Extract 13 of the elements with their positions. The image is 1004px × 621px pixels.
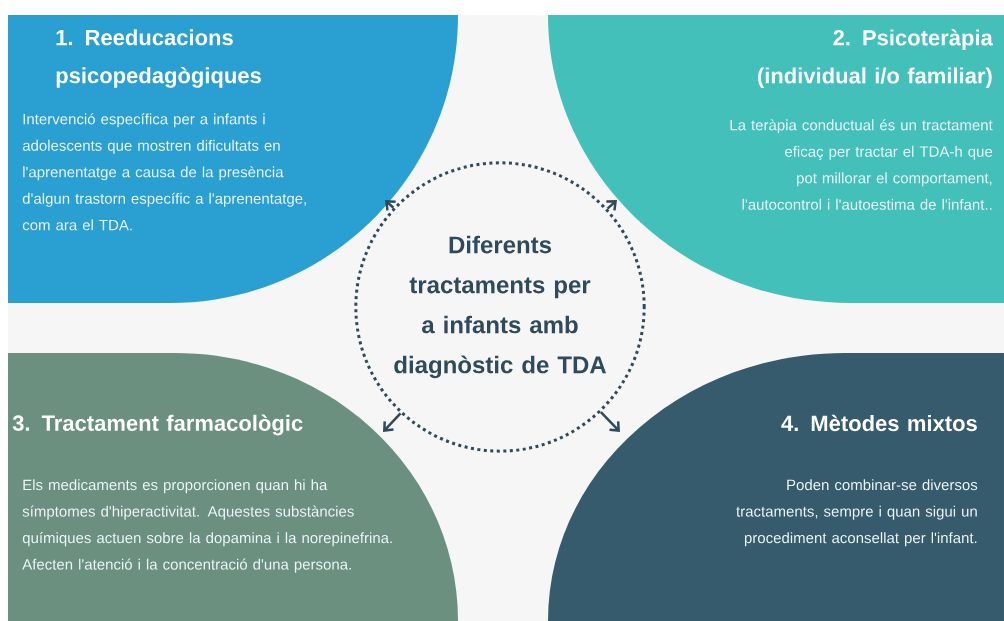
quadrant-panel: [548, 353, 1004, 621]
panel-text: Els medicaments es proporcionen quan hi ha símptomes d'hiperactivitat. Aquestes substàncies químiques actuen sobre la dopamina i la norepinefrina. Afecten l'atenció i la concentració d'una persona.: [22, 479, 392, 573]
panel-text: Poden combinar-se diversos tractaments, sempre i quan sigui un procediment aconsellat per l'infant.: [736, 479, 978, 547]
panel-text: Intervenció específica per a infants i adolescents que mostren dificultats en l'aprenentatge a causa de la presència d'algun trastorn específic a l'aprenentatge, com ara el TDA.: [22, 113, 306, 231]
arrow: [606, 200, 617, 211]
arrow: [599, 411, 620, 432]
panel-heading: 3. Tractament farmacològic: [12, 414, 303, 436]
arrow: [383, 412, 402, 432]
panel-heading: 2. Psicoteràpia (individual i/o familiar): [758, 29, 993, 88]
arrow: [385, 200, 396, 211]
panel-heading: 1. Reeducacions psicopedagògiques: [56, 29, 261, 88]
panel-text: La teràpia conductual és un tractament eficaç per tractar el TDA-h que pot millorar el comportament, l'autocontrol i l'autoestima de l'infant..: [730, 119, 993, 210]
panel-heading: 4. Mètodes mixtos: [781, 414, 977, 432]
